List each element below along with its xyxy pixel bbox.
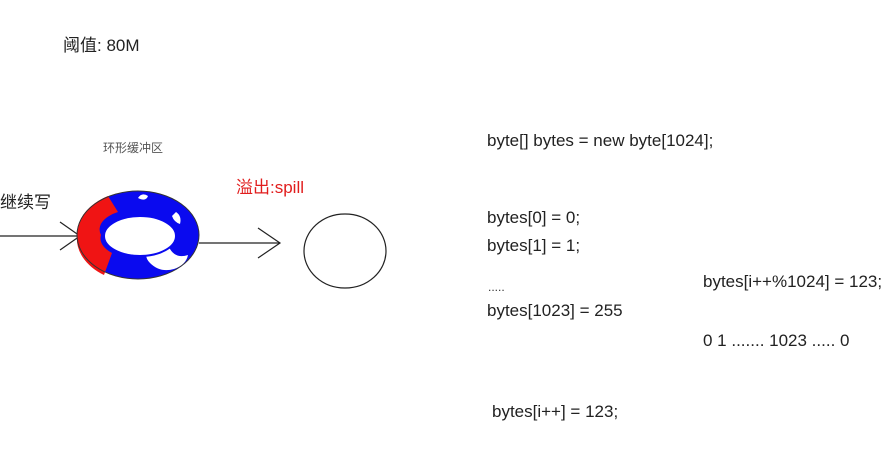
threshold-label: 阈值: 80M [63, 36, 140, 55]
input-arrow [0, 221, 82, 251]
spill-label: 溢出:spill [236, 178, 305, 197]
continue-write-label: 继续写 [0, 193, 51, 212]
spill-target-circle [303, 213, 387, 289]
buffer-caption: 环形缓冲区 [103, 141, 164, 155]
increment-assignment: bytes[i++] = 123; [492, 402, 619, 421]
code-line: bytes[1] = 1; [487, 236, 581, 255]
code-line: bytes[1023] = 255 [487, 301, 623, 320]
index-sequence: 0 1 ....... 1023 ..... 0 [703, 331, 850, 350]
code-line: ..... [488, 280, 505, 294]
spill-arrow [199, 227, 282, 259]
byte-array-declaration: byte[] bytes = new byte[1024]; [487, 131, 714, 150]
ring-buffer [76, 190, 200, 280]
code-line: bytes[0] = 0; [487, 208, 581, 227]
modulo-assignment: bytes[i++%1024] = 123; [703, 272, 883, 291]
